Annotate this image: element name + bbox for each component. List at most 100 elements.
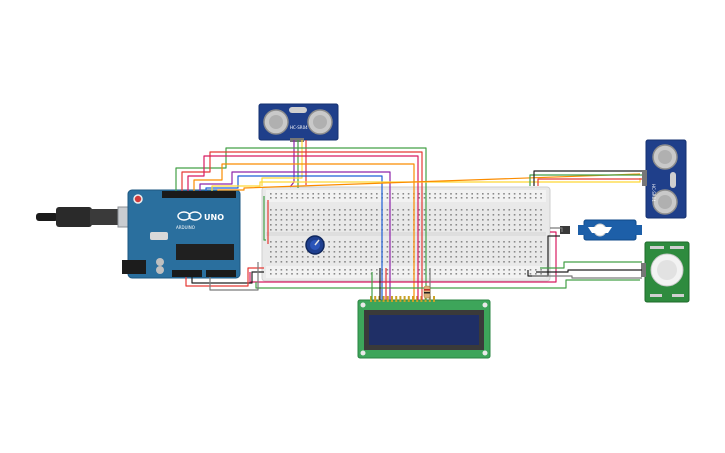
breadboard-hole [429,209,431,211]
breadboard-hole [476,219,479,221]
breadboard-hole [344,273,346,275]
breadboard-hole [365,269,367,271]
breadboard-hole [418,269,420,271]
breadboard-hole [540,197,542,199]
ultrasonic-sensor-top[interactable]: HC-SR04 [258,103,339,142]
breadboard-hole [444,241,447,243]
breadboard-hole [476,229,479,231]
breadboard-hole [338,193,341,195]
breadboard-hole [402,219,405,221]
breadboard-hole [407,197,410,199]
breadboard-hole [476,256,479,258]
ultrasonic-sensor-right[interactable]: HC-SR04 [642,139,687,219]
breadboard-hole [492,219,495,221]
breadboard-hole [508,246,511,248]
breadboard-hole [460,197,463,199]
breadboard-hole [503,273,505,275]
breadboard-hole [466,214,468,216]
breadboard-hole [524,224,526,226]
breadboard-hole [455,197,458,199]
lcd-pin [407,296,410,302]
breadboard-hole [301,273,304,275]
breadboard-hole [333,269,336,271]
breadboard-hole [540,193,542,195]
breadboard-hole [280,246,283,248]
breadboard-hole [360,214,362,216]
breadboard-hole [365,261,367,263]
breadboard-hole [275,229,277,231]
breadboard-hole [439,224,442,226]
arduino-uno-board[interactable]: UNO ARDUINO [122,189,241,279]
breadboard-hole [503,256,505,258]
breadboard-hole [285,224,288,226]
breadboard-hole [529,193,532,195]
breadboard-hole [391,269,394,271]
breadboard-hole [307,273,309,275]
power-jack [122,260,146,274]
servo-motor[interactable] [560,219,642,241]
breadboard-hole [492,261,495,263]
breadboard-hole [307,197,309,199]
breadboard-hole [386,256,389,258]
breadboard-hole [280,224,283,226]
breadboard-hole [280,256,283,258]
breadboard-hole [466,273,468,275]
breadboard-hole [497,209,500,211]
breadboard-hole [535,229,537,231]
breadboard-hole [439,246,442,248]
breadboard-hole [333,273,336,275]
breadboard-hole [338,224,341,226]
breadboard-hole [333,251,336,253]
breadboard-hole [455,193,458,195]
breadboard-hole [444,209,447,211]
reset-button-icon[interactable] [133,194,143,204]
breadboard-hole [317,261,320,263]
pin-header [641,263,646,277]
breadboard-hole [338,261,341,263]
breadboard-hole [391,214,394,216]
lcd-pin [386,296,389,302]
breadboard-hole [386,197,389,199]
breadboard-hole [460,273,463,275]
breadboard-hole [434,219,436,221]
wire-magenta [249,231,557,283]
crystal [289,107,307,113]
pir-sensor[interactable] [641,241,690,303]
breadboard-hole [296,197,299,199]
breadboard[interactable] [261,186,551,282]
breadboard-hole [492,214,495,216]
breadboard-hole [360,269,362,271]
breadboard-hole [349,246,352,248]
breadboard-hole [535,209,537,211]
breadboard-hole [519,251,521,253]
breadboard-hole [429,193,431,195]
lcd-display[interactable] [357,296,491,359]
breadboard-hole [455,229,458,231]
breadboard-hole [513,229,516,231]
breadboard-hole [376,219,378,221]
breadboard-hole [492,246,495,248]
breadboard-hole [471,273,473,275]
breadboard-hole [296,269,299,271]
breadboard-hole [402,229,405,231]
breadboard-hole [328,269,330,271]
breadboard-hole [333,209,336,211]
breadboard-hole [376,251,378,253]
breadboard-hole [333,246,336,248]
breadboard-hole [444,251,447,253]
breadboard-hole [450,193,452,195]
breadboard-hole [423,197,426,199]
breadboard-hole [338,219,341,221]
breadboard-hole [291,269,293,271]
breadboard-hole [524,197,526,199]
breadboard-hole [349,209,352,211]
potentiometer[interactable] [305,235,325,255]
breadboard-hole [503,209,505,211]
breadboard-hole [423,224,426,226]
breadboard-hole [529,229,532,231]
breadboard-hole [338,229,341,231]
breadboard-hole [497,246,500,248]
breadboard-hole [397,251,399,253]
breadboard-hole [296,256,299,258]
breadboard-hole [497,241,500,243]
